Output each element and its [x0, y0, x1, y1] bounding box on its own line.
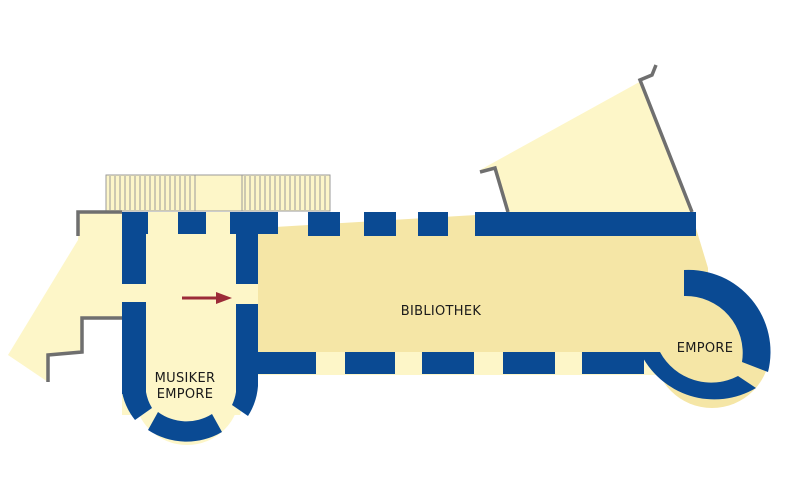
musiker-empore-label-line1: MUSIKER — [155, 371, 216, 386]
wall-segment — [503, 352, 555, 374]
stair-steps — [109, 176, 326, 210]
northeast-annex — [480, 75, 693, 212]
west-annex — [8, 212, 122, 382]
wall-segment — [475, 212, 696, 236]
tower-wall-main — [684, 269, 771, 372]
staircase — [105, 174, 331, 212]
musiker-empore-room — [134, 318, 240, 445]
outline-walls — [46, 64, 694, 382]
wall-segment — [364, 212, 396, 236]
wall-segment — [236, 304, 258, 374]
musiker-empore-walls — [122, 374, 258, 442]
empore-label: EMPORE — [677, 341, 734, 356]
wall-segment — [236, 228, 258, 284]
stair-landing — [194, 174, 243, 212]
tower-wall-bottom — [640, 352, 756, 400]
blue-walls — [122, 212, 696, 394]
wall-segment — [122, 212, 146, 284]
empore-tower-walls — [640, 269, 771, 400]
west-outline-top — [76, 210, 122, 236]
arrow-right-icon — [182, 292, 232, 304]
wall-segment — [258, 352, 316, 374]
wall-segment — [345, 352, 395, 374]
wall-segment — [178, 212, 206, 234]
wall-segment — [122, 302, 146, 394]
northeast-outline — [479, 165, 510, 213]
bibliothek-room — [258, 215, 708, 352]
bibliothek-label: BIBLIOTHEK — [401, 304, 482, 319]
west-outline-bottom — [46, 316, 122, 382]
bay-wall-right — [232, 374, 258, 416]
northeast-outline-right — [637, 64, 694, 213]
bay-wall-left — [122, 392, 152, 420]
wall-segment — [418, 212, 448, 236]
wall-segment — [308, 212, 340, 236]
musiker-empore-label-line2: EMPORE — [157, 387, 214, 402]
bay-wall-bottom — [148, 412, 222, 442]
wall-segment — [582, 352, 644, 374]
wall-segment — [422, 352, 474, 374]
